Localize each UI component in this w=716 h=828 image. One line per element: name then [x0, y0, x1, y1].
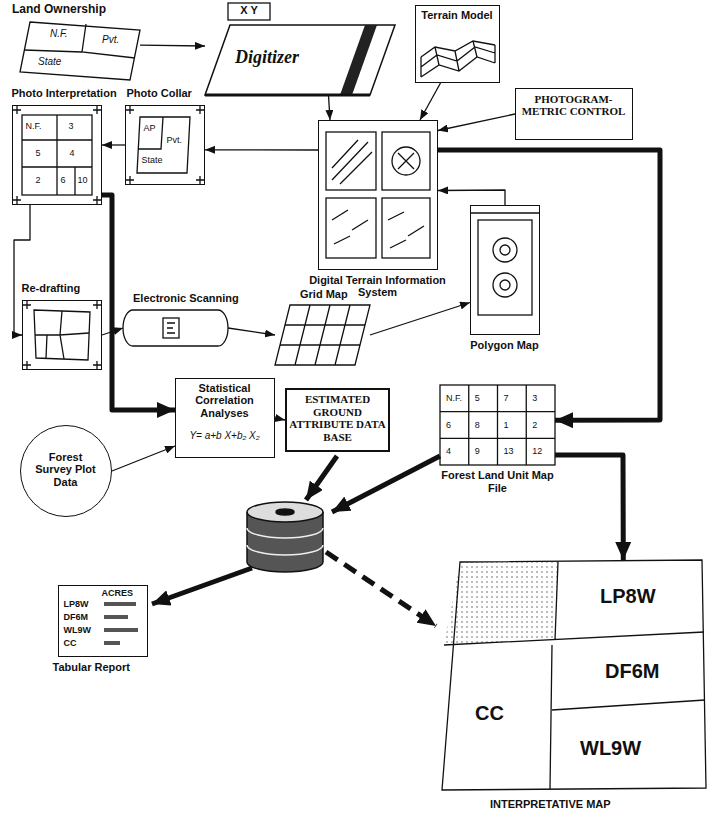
- map-label: 9: [475, 446, 480, 456]
- map-label: 6: [61, 175, 66, 185]
- flow-connector: [329, 95, 331, 120]
- flow-connector: [555, 455, 623, 560]
- node-label: Re-drafting: [22, 282, 81, 295]
- flow-connector: [438, 150, 660, 420]
- map-label: State: [38, 56, 61, 68]
- node-label: Photo Interpretation: [12, 87, 117, 100]
- map-label: 4: [70, 148, 75, 158]
- map-label: AP: [144, 123, 156, 133]
- land-unit-map: Forest Land Unit Map FileN.F.57368124913…: [440, 385, 555, 465]
- map-label: 3: [69, 121, 74, 131]
- analysis-box: Statistical Correlation Analyses Y= a+b X…: [175, 378, 275, 458]
- node-label: Tabular Report: [53, 661, 130, 674]
- map-label: 13: [504, 446, 514, 456]
- map-label: LP8W: [600, 585, 656, 608]
- node-label: ESTIMATED GROUND ATTRIBUTE DATA BASE: [289, 393, 386, 444]
- flow-connector: [370, 303, 470, 336]
- node-label: Statistical Correlation Analyses: [179, 382, 271, 420]
- map-label: 3: [532, 393, 537, 403]
- map-label: 7: [504, 393, 509, 403]
- node-outline: [123, 310, 228, 346]
- map-label: 8: [475, 420, 480, 430]
- map-label: N.F.: [26, 121, 42, 131]
- flow-connector: [205, 149, 318, 150]
- flow-connector: [438, 190, 505, 205]
- node-outline: [205, 25, 395, 95]
- flow-connector: [112, 446, 175, 471]
- map-label: LP8W: [64, 599, 89, 609]
- node-outline: [125, 105, 205, 185]
- node-outline: [275, 305, 370, 365]
- node-label: Grid Map: [300, 288, 348, 301]
- polygon-map-unit: Polygon Map: [470, 205, 540, 335]
- digitizer: X YDigitizer: [205, 25, 395, 95]
- map-label: Pvt.: [102, 34, 119, 46]
- photo-interpretation: Photo InterpretationN.F.3542610: [12, 105, 102, 205]
- map-label: ACRES: [102, 588, 134, 598]
- node-outline: [318, 120, 438, 270]
- node-label: INTERPRETATIVE MAP: [490, 798, 611, 811]
- node-outline: [20, 22, 140, 80]
- redrafting-sheet: Re-drafting: [22, 300, 102, 370]
- map-label: N.F.: [50, 28, 68, 40]
- flow-connector: [275, 418, 285, 420]
- map-label: CC: [475, 702, 504, 725]
- map-label: 5: [475, 393, 480, 403]
- land-ownership-map: Land OwnershipN.F.Pvt.State: [20, 22, 140, 80]
- node-outline: [440, 560, 708, 792]
- tabular-report: Tabular ReportACRESLP8WDF6MWL9WCC: [58, 585, 148, 657]
- map-label: N.F.: [446, 393, 462, 403]
- node-outline: [470, 205, 540, 335]
- node-label: Electronic Scanning: [133, 292, 239, 305]
- map-label: Pvt.: [167, 135, 183, 145]
- node-label: Land Ownership: [12, 3, 106, 17]
- flow-connector: [102, 144, 125, 145]
- flow-connector: [228, 328, 275, 335]
- control-box: PHOTOGRAM- METRIC CONTROL: [515, 88, 633, 140]
- map-label: 2: [532, 420, 537, 430]
- node-outline: [22, 300, 102, 370]
- node-outline: [12, 105, 102, 205]
- map-label: 5: [36, 148, 41, 158]
- map-label: 10: [78, 175, 88, 185]
- interpretative-map: INTERPRETATIVE MAPLP8WDF6MCCWL9W: [440, 560, 708, 792]
- scanner-drum: Electronic Scanning: [123, 310, 228, 346]
- database-disk: [247, 502, 323, 572]
- node-label: Photo Collar: [127, 87, 192, 100]
- photo-collar: Photo CollarAPPvt.State: [125, 105, 205, 185]
- map-label: 4: [446, 446, 451, 456]
- node-label: Forest Land Unit Map File: [440, 469, 555, 494]
- map-label: CC: [64, 638, 77, 648]
- map-label: 12: [532, 446, 542, 456]
- map-label: Y= a+b X+b₂ X₂: [177, 430, 273, 442]
- map-label: 2: [36, 175, 41, 185]
- node-label: Polygon Map: [455, 339, 555, 352]
- map-label: Digitizer: [235, 47, 299, 68]
- grid-map: Grid Map: [275, 305, 370, 365]
- terrain-information-system: Digital Terrain Information System: [318, 120, 438, 270]
- node-label: Terrain Model: [420, 9, 495, 22]
- map-label: WL9W: [64, 625, 92, 635]
- flow-connector: [420, 83, 441, 120]
- map-label: DF6M: [605, 660, 659, 683]
- flow-connector: [438, 114, 515, 131]
- map-label: DF6M: [64, 612, 89, 622]
- map-label: 1: [504, 420, 509, 430]
- node-label: Forest Survey Plot Data: [32, 451, 100, 489]
- node-label: PHOTOGRAM- METRIC CONTROL: [521, 93, 627, 118]
- data-base-box: ESTIMATED GROUND ATTRIBUTE DATA BASE: [285, 388, 390, 452]
- flow-arrow: [152, 456, 440, 626]
- map-label: WL9W: [580, 737, 641, 760]
- map-label: State: [142, 155, 163, 165]
- node-label: X Y: [230, 4, 268, 17]
- survey-circle: Forest Survey Plot Data: [20, 425, 112, 517]
- map-label: 6: [446, 420, 451, 430]
- flow-connector: [140, 45, 205, 47]
- terrain-model: Terrain Model: [415, 5, 500, 83]
